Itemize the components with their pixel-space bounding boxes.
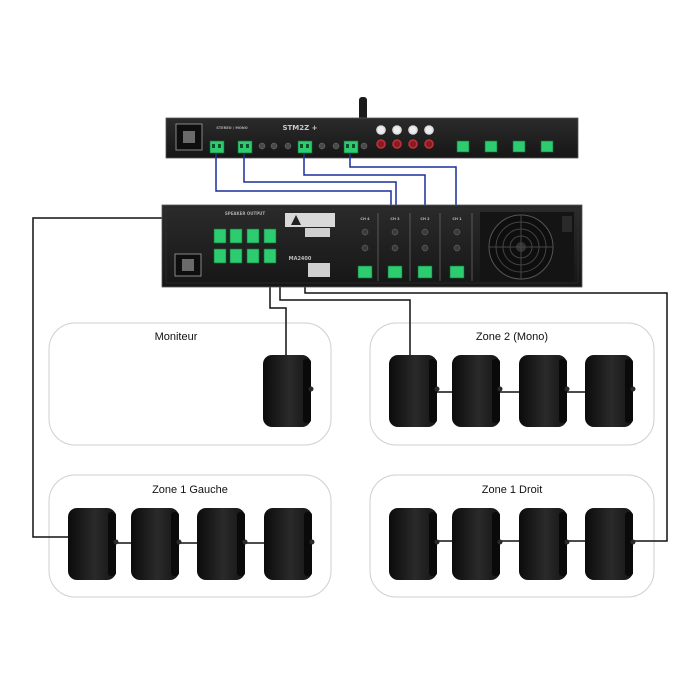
speaker xyxy=(264,508,315,580)
channel-label-1: CH 1 xyxy=(452,217,462,221)
speakers-zone-2 xyxy=(389,355,636,427)
amplifier-unit: SPEAKER OUTPUT MA2400 CH 4 CH 3 CH xyxy=(161,204,583,288)
channel-label-4: CH 4 xyxy=(360,217,370,221)
mixer-unit: STM2Z + STEREO / MONO xyxy=(165,97,579,159)
speaker xyxy=(68,508,119,580)
zone-box-moniteur: Moniteur xyxy=(48,322,332,446)
fan-icon xyxy=(488,214,554,280)
speaker xyxy=(452,508,503,580)
zone-label-zone-1-droit: Zone 1 Droit xyxy=(482,484,543,496)
speaker xyxy=(389,355,440,427)
channel-label-3: CH 3 xyxy=(390,217,400,221)
speaker xyxy=(585,355,636,427)
speaker xyxy=(452,355,503,427)
speaker xyxy=(197,508,248,580)
speakers-zone-1-droit xyxy=(389,508,636,580)
speaker xyxy=(131,508,182,580)
amplifier-section-label: SPEAKER OUTPUT xyxy=(225,211,266,216)
speakers-moniteur xyxy=(263,355,314,427)
zone-box-zone-1-gauche: Zone 1 Gauche xyxy=(48,474,332,598)
speaker xyxy=(585,508,636,580)
speakers-zone-1-gauche xyxy=(68,508,315,580)
mixer-brand: STM2Z + xyxy=(282,124,317,132)
speaker xyxy=(389,508,440,580)
zone-label-zone-2: Zone 2 (Mono) xyxy=(476,331,548,343)
speaker xyxy=(263,355,314,427)
mixer-mode-label: STEREO / MONO xyxy=(216,126,247,130)
zone-label-zone-1-gauche: Zone 1 Gauche xyxy=(152,484,228,496)
zone-box-zone-1-droit: Zone 1 Droit xyxy=(369,474,655,598)
channel-label-2: CH 2 xyxy=(420,217,430,221)
speaker xyxy=(519,355,570,427)
speaker xyxy=(519,508,570,580)
zone-box-zone-2: Zone 2 (Mono) xyxy=(369,322,655,446)
amplifier-model-label: MA2400 xyxy=(289,256,312,262)
zone-label-moniteur: Moniteur xyxy=(155,331,198,343)
